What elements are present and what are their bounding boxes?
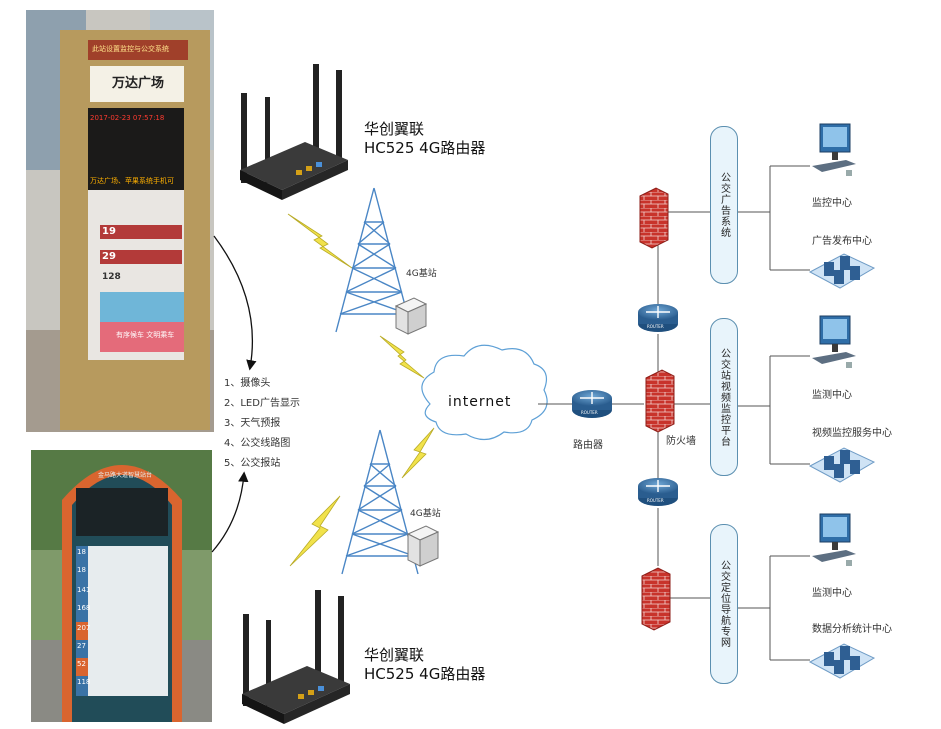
photo-top-route: 128 <box>102 272 121 282</box>
photo-bottom-route: 18 <box>77 548 86 556</box>
endpoint-label: 数据分析统计中心 <box>812 624 892 635</box>
base-station-box-top <box>394 297 428 335</box>
photo-top-bottom-text: 有序候车 文明乘车 <box>116 331 175 339</box>
endpoint-label: 视频监控服务中心 <box>812 428 892 439</box>
router-model: HC525 4G路由器 <box>364 665 486 683</box>
computer-icon <box>812 315 856 368</box>
router-device-bottom <box>242 590 350 724</box>
photo-bottom-route: 118 <box>77 678 91 686</box>
router-icon-text: ROUTER <box>647 324 664 329</box>
photo-top-header: 此站设置监控与公交系统 <box>92 45 169 53</box>
system-box-video: 公交站视频监控平台 <box>710 318 738 476</box>
system-box-positioning: 公交定位导航专网 <box>710 524 738 684</box>
feature-item: 2、LED广告显示 <box>224 398 300 409</box>
photo-top-clock: 2017-02-23 07:57:18 <box>90 114 165 122</box>
feature-arrow-bottom <box>211 471 249 553</box>
router-brand: 华创翼联 <box>364 646 425 664</box>
photo-bottom-route: 141 <box>77 586 91 594</box>
system-box-ad: 公交广告系统 <box>710 126 738 284</box>
server-cluster-icon <box>808 447 876 483</box>
photo-bus-stop-sign-top <box>26 10 214 432</box>
system-label: 公交定位导航专网 <box>718 560 730 648</box>
router-icon-text: ROUTER <box>647 498 664 503</box>
system-label: 公交站视频监控平台 <box>718 347 730 447</box>
router-icon-text: ROUTER <box>581 410 598 415</box>
photo-bus-stop-sign-bottom <box>31 450 212 722</box>
signal-bolt-icon <box>379 335 425 379</box>
computer-icon <box>812 123 856 176</box>
system-label: 公交广告系统 <box>718 172 730 238</box>
firewall-icon-middle <box>645 369 675 433</box>
photo-bottom-route: 18 <box>77 566 86 574</box>
router-icon-spine-2 <box>638 478 678 506</box>
endpoint-label: 监测中心 <box>812 390 852 401</box>
connection-lines <box>538 165 810 661</box>
photo-top-route: 19 <box>102 226 116 237</box>
firewall-icon-bottom <box>641 567 671 631</box>
base-station-box-bottom <box>406 525 440 567</box>
endpoint-label: 监控中心 <box>812 198 852 209</box>
router-device-top <box>240 64 348 200</box>
server-cluster-icon <box>808 253 876 289</box>
photo-top-ticker: 万达广场、苹果系统手机可 <box>90 177 174 185</box>
feature-item: 3、天气预报 <box>224 418 281 429</box>
photo-bottom-route: 27 <box>77 642 86 650</box>
signal-bolt-icon <box>289 495 341 567</box>
signal-bolt-icon <box>401 427 435 479</box>
firewall-label: 防火墙 <box>666 436 696 447</box>
computer-icon <box>812 513 856 566</box>
endpoint-label: 监测中心 <box>812 588 852 599</box>
cell-tower-bottom <box>341 429 419 575</box>
feature-item: 4、公交线路图 <box>224 438 291 449</box>
photo-bottom-header: 金马路大道智慧站台 <box>98 472 153 479</box>
internet-cloud <box>421 344 548 441</box>
photo-bottom-route: 207 <box>77 624 91 632</box>
endpoint-label: 广告发布中心 <box>812 236 872 247</box>
base-station-label-top: 4G基站 <box>406 269 437 279</box>
server-cluster-icon <box>808 643 876 679</box>
photo-bottom-route: 52 <box>77 660 86 668</box>
router-brand: 华创翼联 <box>364 120 425 138</box>
feature-list: 1、摄像头 2、LED广告显示 3、天气预报 4、公交线路图 5、公交报站 <box>224 374 300 474</box>
core-router-label: 路由器 <box>573 440 603 451</box>
photo-top-station: 万达广场 <box>112 76 165 91</box>
core-router-icon <box>572 390 612 418</box>
base-station-label-bottom: 4G基站 <box>410 509 441 519</box>
router-label-top: 华创翼联 HC525 4G路由器 <box>364 120 485 158</box>
router-label-bottom: 华创翼联 HC525 4G路由器 <box>364 646 485 684</box>
feature-item: 5、公交报站 <box>224 458 281 469</box>
feature-arrow-top <box>213 235 257 371</box>
firewall-icon-top <box>639 187 669 249</box>
router-icon-spine-1 <box>638 304 678 332</box>
photo-bottom-route: 168 <box>77 604 91 612</box>
feature-item: 1、摄像头 <box>224 378 271 389</box>
signal-bolt-icon <box>287 213 353 269</box>
router-model: HC525 4G路由器 <box>364 139 486 157</box>
internet-label: internet <box>448 394 512 410</box>
photo-top-route: 29 <box>102 251 116 262</box>
